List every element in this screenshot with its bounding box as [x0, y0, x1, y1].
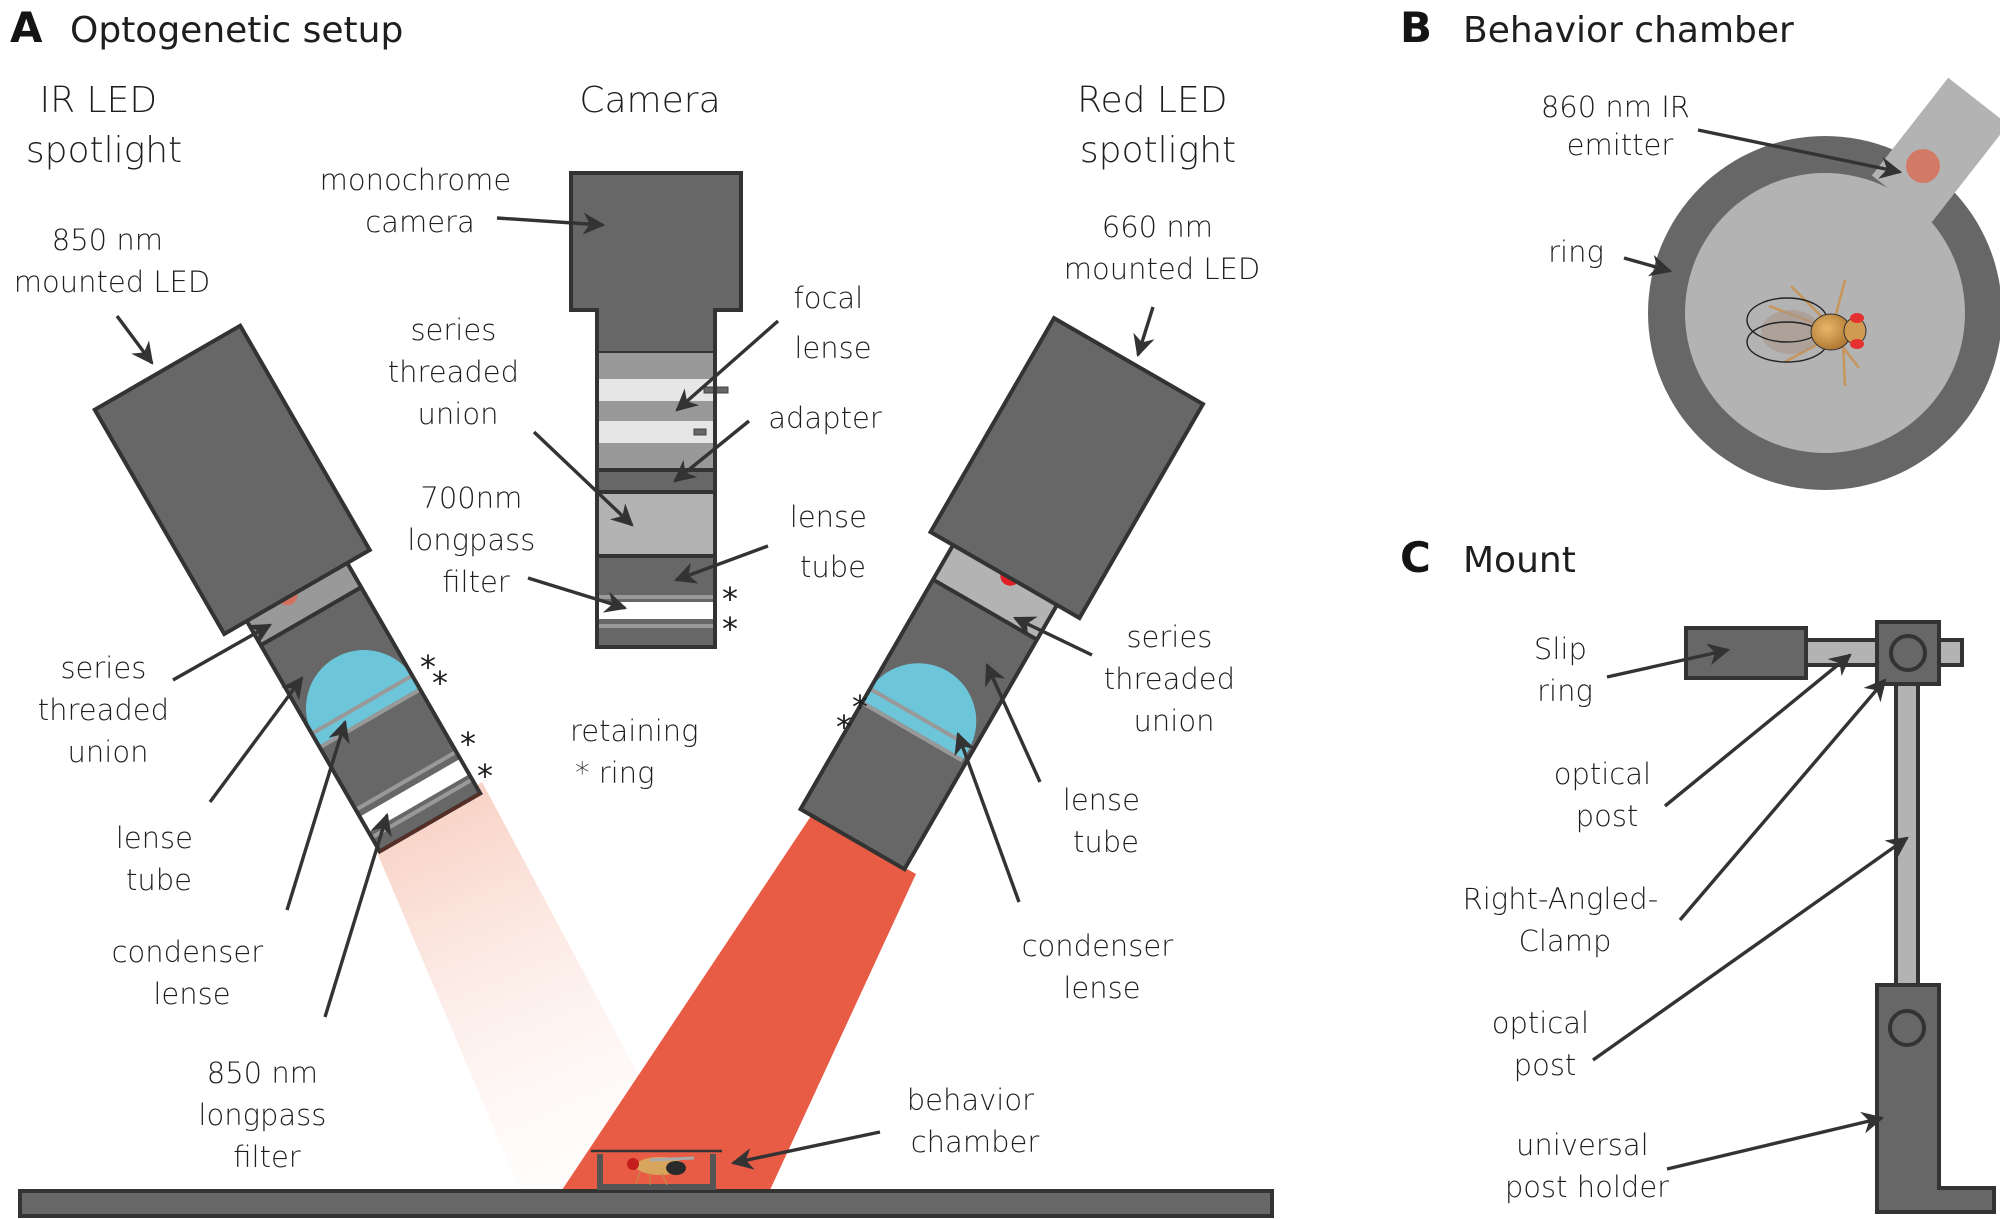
optical-post-top-label: optical post — [1554, 757, 1661, 833]
post-holder-screw-icon — [1888, 1009, 1926, 1047]
monochrome-camera-body — [569, 171, 743, 355]
fly-side-icon — [627, 1156, 695, 1186]
red-led-label: 660 nm mounted LED — [1064, 210, 1260, 286]
svg-text:*: * — [722, 580, 738, 618]
panel-c-title: Mount — [1463, 540, 1576, 581]
ir-emitter-dot — [1906, 149, 1940, 183]
ir-filter-label: 850 nm longpass filter — [198, 1056, 335, 1174]
post-holder-label: universal post holder — [1505, 1128, 1669, 1204]
ir-retaining-ring-markers: * * * * — [420, 648, 493, 795]
clamp-label: Right-Angled- Clamp — [1463, 882, 1668, 958]
ring-label: ring — [1548, 235, 1604, 269]
red-union-label: series threaded union — [1104, 620, 1245, 738]
optical-post-top-arrow — [1663, 653, 1852, 808]
panel-a-title: Optogenetic setup — [70, 10, 403, 51]
retaining-ring-label: retaining * ring — [570, 714, 708, 790]
ir-emitter-label: 860 nm IR emitter — [1541, 90, 1699, 162]
panel-c-letter: C — [1400, 533, 1431, 582]
red-tube-label: lense tube — [1063, 783, 1149, 859]
camera-adapter — [597, 470, 715, 492]
camera-heading: Camera — [579, 80, 720, 121]
focal-lens-arrow — [675, 319, 780, 412]
fly-top-icon — [1746, 279, 1867, 387]
clamp-arrow — [1678, 678, 1887, 922]
slip-ring-arrow — [1606, 643, 1731, 679]
panel-b-title: Behavior chamber — [1463, 10, 1794, 51]
adapter-arrow — [673, 419, 751, 483]
behavior-chamber-side — [591, 1149, 722, 1190]
panel-c: C Mount Slip ring optical post Right-Ang… — [1400, 533, 1996, 1214]
ir-emitter-arrow — [1697, 128, 1903, 179]
ir-mounted-led-housing — [92, 322, 373, 637]
svg-text:*: * — [420, 648, 436, 686]
ir-light-beam — [376, 782, 700, 1190]
red-spotlight-heading: Red LED spotlight — [1077, 80, 1239, 171]
red-retaining-ring-markers: * * — [836, 688, 868, 746]
optical-post-bottom-label: optical post — [1492, 1006, 1599, 1082]
post-holder-arrow — [1666, 1111, 1885, 1171]
optical-table — [18, 1189, 1274, 1218]
camera-union-arrow — [532, 430, 634, 527]
panel-a: A Optogenetic setup IR LED — [10, 3, 1274, 1218]
panel-b: B Behavior chamber — [1400, 3, 2000, 490]
ir-spotlight-heading: IR LED spotlight — [26, 80, 182, 171]
ir-filter-arrow — [323, 812, 392, 1018]
ir-condenser-label: condenser lense — [112, 935, 273, 1011]
ir-led-arrow — [115, 314, 154, 365]
vertical-optical-post — [1894, 682, 1920, 987]
behavior-chamber-arrow — [730, 1130, 881, 1170]
camera-tube-arrow — [673, 544, 769, 584]
svg-text:*: * — [852, 688, 868, 726]
svg-text:*: * — [722, 610, 738, 648]
svg-text:*: * — [836, 708, 852, 746]
ir-tube-arrow — [208, 676, 304, 804]
camera-union-label: series threaded union — [388, 313, 529, 431]
svg-text:*: * — [477, 757, 493, 795]
clamp-screw-icon — [1889, 634, 1927, 672]
red-spotlight — [797, 315, 1206, 872]
camera-tube-label: lense tube — [790, 500, 876, 584]
optical-post-bottom-arrow — [1592, 836, 1909, 1062]
camera-series-threaded-union — [597, 494, 715, 554]
panel-b-letter: B — [1400, 3, 1432, 52]
ir-tube-label: lense tube — [116, 821, 202, 897]
ring-arrow — [1623, 254, 1673, 277]
red-tube-arrow — [985, 662, 1042, 783]
red-mounted-led-housing — [927, 315, 1206, 621]
red-condenser-label: condenser lense — [1022, 929, 1183, 1005]
svg-text:*: * — [460, 725, 476, 763]
camera-filter-label: 700nm longpass filter — [407, 481, 544, 599]
svg-text:*: * — [432, 664, 448, 702]
slip-ring-label: Slip ring — [1534, 632, 1596, 708]
camera-retaining-ring-markers: * * — [722, 580, 738, 648]
camera-longpass-filter — [599, 602, 713, 619]
ir-condenser-arrow — [285, 719, 350, 911]
behavior-chamber-label: behavior chamber — [907, 1083, 1044, 1159]
focal-set-screw — [693, 428, 707, 436]
camera-assembly — [569, 171, 743, 649]
camera-label: monochrome camera — [320, 163, 521, 239]
red-led-arrow — [1133, 306, 1155, 358]
ir-union-arrow — [172, 623, 272, 682]
ir-union-label: series threaded union — [38, 651, 179, 769]
red-union-arrow — [1013, 616, 1093, 657]
slip-ring — [1684, 626, 1808, 680]
universal-post-holder — [1875, 983, 1996, 1214]
focal-lens-label: focal lense — [794, 281, 873, 365]
red-light-beam — [562, 816, 916, 1190]
panel-a-letter: A — [10, 3, 43, 52]
ir-emitter-board — [1871, 77, 2000, 223]
adapter-label: adapter — [768, 401, 882, 435]
red-condenser-arrow — [954, 731, 1021, 903]
camera-arrow — [496, 212, 606, 235]
camera-filter-arrow — [527, 576, 628, 613]
focal-lens — [597, 353, 715, 470]
right-angled-clamp — [1875, 620, 1941, 686]
ir-led-label: 850 nm mounted LED — [14, 223, 210, 299]
